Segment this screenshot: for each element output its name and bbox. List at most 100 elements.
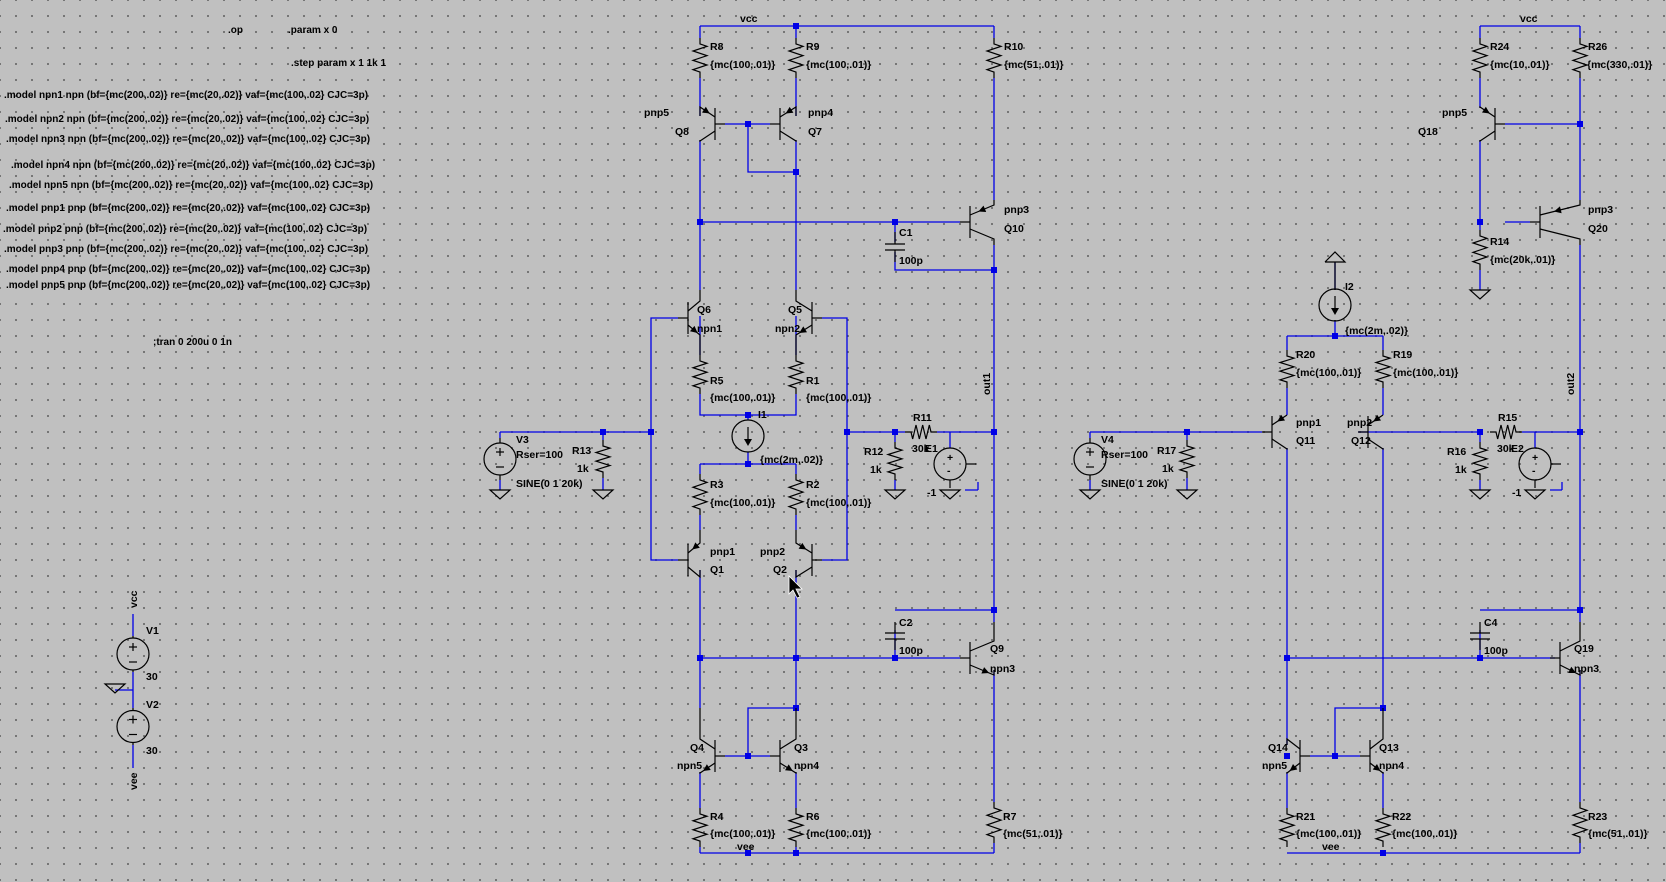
q8-name[interactable]: Q8 xyxy=(675,126,689,138)
v3-name[interactable]: V3 xyxy=(516,434,529,446)
model-pnp4[interactable]: .model pnp4 pnp (bf={mc(200,.02)} re={mc… xyxy=(6,264,370,275)
resistor-r15[interactable] xyxy=(1490,424,1522,440)
r5-value[interactable]: {mc(100,.01)} xyxy=(710,392,775,404)
r15-value[interactable]: 30k xyxy=(1497,443,1515,455)
net-label-out1[interactable]: out1 xyxy=(981,373,993,395)
component-labels[interactable]: V1 30 V2 30 R8 {mc(100,.01)} R9 {mc(100,… xyxy=(146,41,1652,840)
model-pnp5[interactable]: .model pnp5 pnp (bf={mc(200,.02)} re={mc… xyxy=(6,280,370,291)
resistor-r14[interactable] xyxy=(1471,230,1489,270)
q9-name[interactable]: Q9 xyxy=(990,643,1004,655)
q12-name[interactable]: Q12 xyxy=(1351,435,1371,447)
transistor-q5[interactable] xyxy=(795,290,822,355)
spice-directives[interactable]: .op .param x 0 .step param x 1 1k 1 .mod… xyxy=(3,25,386,348)
q18-model[interactable]: pnp5 xyxy=(1442,107,1467,119)
q1-model[interactable]: pnp1 xyxy=(710,546,735,558)
resistor-r8[interactable] xyxy=(691,38,709,78)
q11-name[interactable]: Q11 xyxy=(1296,435,1315,447)
transistor-q10[interactable] xyxy=(960,200,995,245)
r15-name[interactable]: R15 xyxy=(1498,412,1517,424)
model-pnp3[interactable]: .model pnp3 pnp (bf={mc(200,.02)} re={mc… xyxy=(4,244,368,255)
v3-rser[interactable]: Rser=100 xyxy=(516,449,563,461)
q4-model[interactable]: npn5 xyxy=(677,760,702,772)
ground-icon-r17[interactable] xyxy=(1175,489,1199,500)
net-label-out2[interactable]: out2 xyxy=(1565,373,1577,395)
r21-name[interactable]: R21 xyxy=(1296,811,1315,823)
voltage-source-v1[interactable] xyxy=(116,636,150,672)
transistor-q14[interactable] xyxy=(1286,737,1310,775)
r1-name[interactable]: R1 xyxy=(806,375,820,387)
ground-icon-r16[interactable] xyxy=(1468,489,1492,500)
r13-value[interactable]: 1k xyxy=(577,463,589,475)
v3-value[interactable]: SINE(0 1 20k) xyxy=(516,478,583,490)
ground-icon-e1[interactable] xyxy=(938,489,962,500)
capacitor-c2[interactable] xyxy=(885,622,905,650)
wires-amp2[interactable] xyxy=(1089,25,1581,854)
transistor-q18[interactable] xyxy=(1479,105,1505,143)
transistor-q20[interactable] xyxy=(1530,200,1581,245)
op-directive[interactable]: .op xyxy=(228,25,243,36)
voltage-source-v4[interactable] xyxy=(1073,438,1107,480)
q3-model[interactable]: npn4 xyxy=(794,760,819,772)
transistor-q7[interactable] xyxy=(770,105,797,143)
net-label-vcc-1[interactable]: vcc xyxy=(740,13,758,25)
r23-value[interactable]: {mc(51,.01)} xyxy=(1588,828,1648,840)
resistor-r2[interactable] xyxy=(787,474,805,515)
r11-name[interactable]: R11 xyxy=(913,412,932,424)
r26-value[interactable]: {mc(330,.01)} xyxy=(1587,59,1652,71)
q6-model[interactable]: npn1 xyxy=(697,323,722,335)
transistor-q13[interactable] xyxy=(1360,708,1384,775)
c1-value[interactable]: 100p xyxy=(899,255,923,267)
resistor-r11[interactable] xyxy=(905,424,937,440)
r20-name[interactable]: R20 xyxy=(1296,349,1315,361)
ground-icon-r14[interactable] xyxy=(1468,289,1492,300)
transistor-q19[interactable] xyxy=(1550,622,1581,676)
i2-name[interactable]: I2 xyxy=(1345,281,1354,293)
q4-name[interactable]: Q4 xyxy=(690,742,704,754)
voltage-source-v2[interactable] xyxy=(116,708,150,745)
q10-model[interactable]: pnp3 xyxy=(1004,204,1029,216)
transistor-q4[interactable] xyxy=(699,708,725,775)
resistor-r1[interactable] xyxy=(787,355,805,394)
q7-model[interactable]: pnp4 xyxy=(808,107,833,119)
r22-name[interactable]: R22 xyxy=(1392,811,1411,823)
r6-name[interactable]: R6 xyxy=(806,811,820,823)
model-npn3[interactable]: .model npn3 npn (bf={mc(200,.02)} re={mc… xyxy=(6,134,370,145)
q20-model[interactable]: pnp3 xyxy=(1588,204,1613,216)
r21-value[interactable]: {mc(100,.01)} xyxy=(1296,828,1361,840)
r8-name[interactable]: R8 xyxy=(710,41,724,53)
r24-name[interactable]: R24 xyxy=(1490,41,1509,53)
r4-name[interactable]: R4 xyxy=(710,811,724,823)
resistor-r4[interactable] xyxy=(691,808,709,847)
r3-value[interactable]: {mc(100,.01)} xyxy=(710,497,775,509)
r3-name[interactable]: R3 xyxy=(710,479,724,491)
r2-name[interactable]: R2 xyxy=(806,479,820,491)
current-source-i1[interactable] xyxy=(731,419,765,453)
c1-name[interactable]: C1 xyxy=(899,227,913,239)
v4-value[interactable]: SINE(0 1 20k) xyxy=(1101,478,1168,490)
resistor-r9[interactable] xyxy=(787,38,805,78)
model-npn2[interactable]: .model npn2 npn (bf={mc(200,.02)} re={mc… xyxy=(5,114,369,125)
transistor-q2[interactable] xyxy=(795,530,822,579)
transistor-q11[interactable] xyxy=(1262,414,1288,451)
i1-value[interactable]: {mc(2m,.02)} xyxy=(760,454,823,466)
ground-icon-e2[interactable] xyxy=(1523,489,1547,500)
r17-value[interactable]: 1k xyxy=(1162,463,1174,475)
ground-icon-v3[interactable] xyxy=(488,489,512,500)
resistor-r22[interactable] xyxy=(1374,808,1392,847)
v2-value[interactable]: 30 xyxy=(146,745,158,757)
q9-model[interactable]: npn3 xyxy=(990,663,1015,675)
e-source-e2[interactable]: +- xyxy=(1518,447,1561,488)
c2-name[interactable]: C2 xyxy=(899,617,913,629)
r4-value[interactable]: {mc(100,.01)} xyxy=(710,828,775,840)
net-label-vcc-2[interactable]: vcc xyxy=(1520,13,1538,25)
resistor-r10[interactable] xyxy=(985,38,1003,78)
r19-value[interactable]: {mc(100,.01)} xyxy=(1393,367,1458,379)
q14-name[interactable]: Q14 xyxy=(1268,742,1288,754)
i1-name[interactable]: I1 xyxy=(758,409,767,421)
q10-name[interactable]: Q10 xyxy=(1004,223,1024,235)
r23-name[interactable]: R23 xyxy=(1588,811,1607,823)
wires-supply[interactable] xyxy=(115,614,134,768)
r7-name[interactable]: R7 xyxy=(1003,811,1017,823)
